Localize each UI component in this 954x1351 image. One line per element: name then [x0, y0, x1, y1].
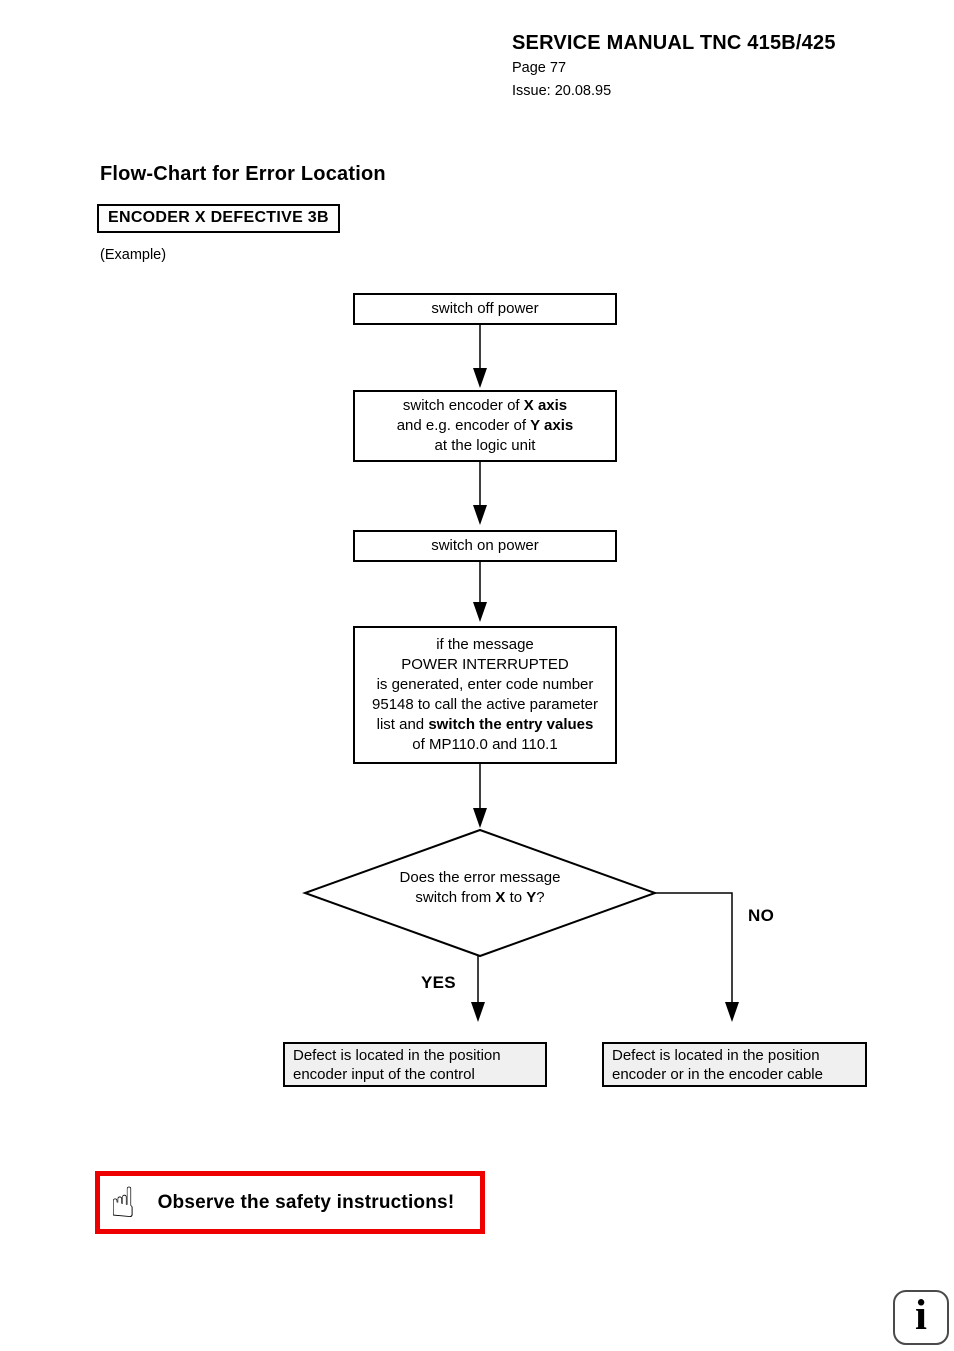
process-box-switch-off-power: switch off power: [353, 293, 617, 325]
result-box-encoder-cable: Defect is located in the position encode…: [602, 1042, 867, 1087]
example-label: (Example): [100, 247, 167, 263]
result-line: Defect is located in the position: [612, 1046, 820, 1064]
page-number: Page 77: [512, 60, 567, 76]
arrowhead-4: [473, 808, 487, 828]
process-line: and e.g. encoder of Y axis: [396, 417, 574, 434]
process-box-switch-encoder: switch encoder of X axis and e.g. encode…: [353, 390, 617, 462]
section-title: Flow-Chart for Error Location: [100, 163, 386, 185]
process-line: is generated, enter code number: [376, 676, 594, 693]
yes-branch-label: YES: [421, 973, 456, 992]
result-line: encoder input of the control: [293, 1065, 475, 1083]
result-line: Defect is located in the position: [293, 1046, 501, 1064]
decision-question: Does the error message switch from X to …: [355, 868, 605, 908]
safety-note-text: Observe the safety instructions!: [157, 1191, 455, 1213]
decision-diamond: [302, 828, 658, 958]
issue-date: Issue: 20.08.95: [512, 83, 612, 99]
page-header: SERVICE MANUAL TNC 415B/425 Page 77 Issu…: [512, 31, 836, 101]
arrowhead-no: [725, 1002, 739, 1022]
process-line: 95148 to call the active parameter: [372, 696, 598, 713]
process-line: switch encoder of X axis: [402, 397, 568, 414]
process-line: if the message: [436, 636, 534, 653]
result-line: encoder or in the encoder cable: [612, 1065, 823, 1083]
arrowhead-1: [473, 368, 487, 388]
arrowhead-3: [473, 602, 487, 622]
result-box-encoder-input: Defect is located in the position encode…: [283, 1042, 547, 1087]
process-text: switch on power: [431, 537, 539, 554]
process-line: of MP110.0 and 110.1: [412, 736, 558, 753]
process-line: at the logic unit: [434, 437, 536, 454]
error-code-badge: ENCODER X DEFECTIVE 3B: [97, 204, 340, 233]
pointing-hand-icon: ☝: [110, 1177, 136, 1227]
arrowhead-yes: [471, 1002, 485, 1022]
process-line: list and switch the entry values: [376, 716, 594, 733]
no-branch-label: NO: [748, 906, 775, 925]
arrowhead-2: [473, 505, 487, 525]
info-icon: i: [893, 1290, 949, 1345]
process-box-switch-on-power: switch on power: [353, 530, 617, 562]
process-text: switch off power: [431, 300, 539, 317]
process-line: POWER INTERRUPTED: [401, 656, 569, 673]
decision-line: Does the error message: [399, 869, 561, 886]
decision-line: switch from X to Y?: [415, 889, 545, 906]
safety-note-box: ☝ Observe the safety instructions!: [95, 1171, 485, 1234]
process-box-power-interrupted: if the message POWER INTERRUPTED is gene…: [353, 626, 617, 764]
manual-title: SERVICE MANUAL TNC 415B/425: [512, 32, 836, 54]
connector-no: [655, 892, 733, 1004]
